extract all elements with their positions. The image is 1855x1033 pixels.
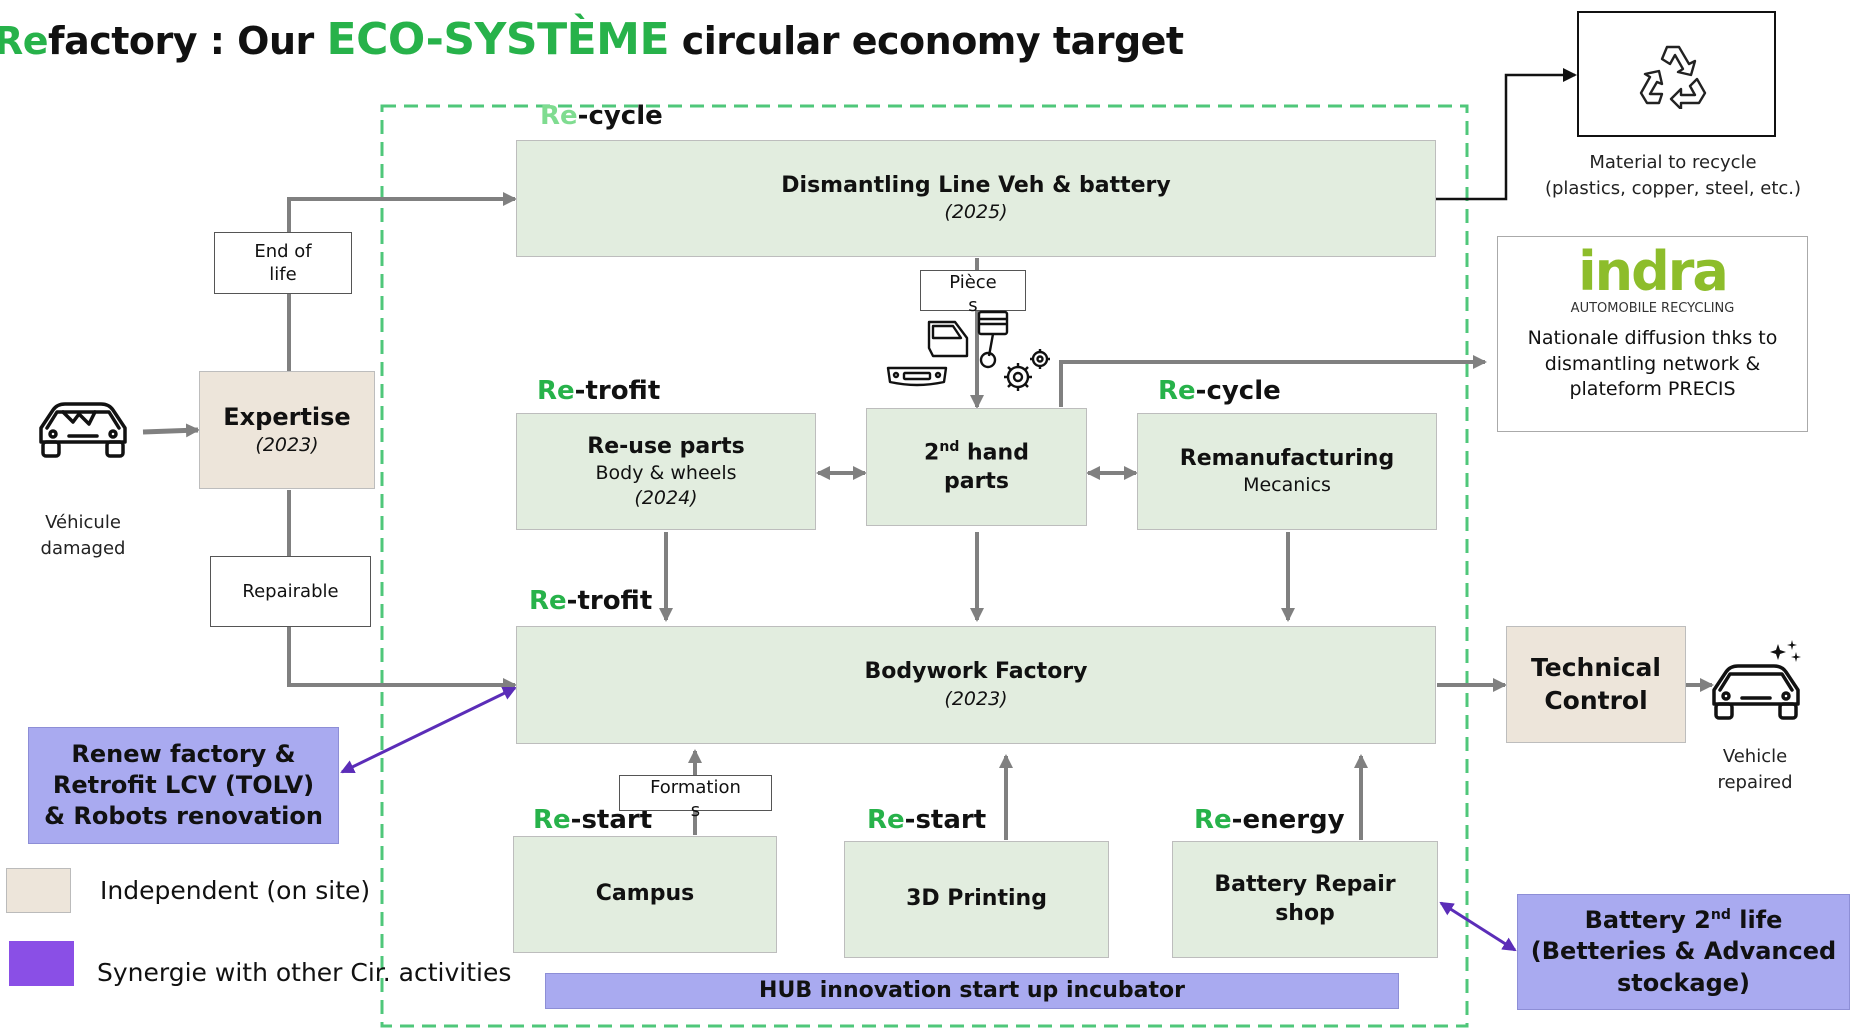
legend-label-synergie: Synergie with other Cir. activities <box>97 958 512 987</box>
reman-subtitle: Mecanics <box>1243 474 1331 497</box>
renew-line3: & Robots renovation <box>44 802 323 831</box>
recycle-icon <box>1639 45 1707 109</box>
arrow-dismantling-to-material <box>1433 68 1577 201</box>
section-recycle-top: Re-cycle <box>540 101 663 131</box>
section-recycle-mid: Re-cycle <box>1158 376 1281 406</box>
campus-box[interactable]: Campus <box>513 836 777 953</box>
reuse-parts-box[interactable]: Re-use parts Body & wheels (2024) <box>516 413 816 530</box>
renew-factory-box[interactable]: Renew factory & Retrofit LCV (TOLV) & Ro… <box>28 727 339 844</box>
battery-life-line2: (Betteries & Advanced <box>1530 937 1837 966</box>
arrow-renew-bodywork <box>340 686 517 774</box>
bodywork-title: Bodywork Factory <box>864 659 1088 685</box>
formations-label: Formation s <box>619 775 772 821</box>
legend-label-independent: Independent (on site) <box>100 876 371 905</box>
campus-title: Campus <box>595 881 695 907</box>
hub-title: HUB innovation start up incubator <box>759 977 1185 1003</box>
secondhand-title: 2nd hand <box>924 438 1029 466</box>
title-suffix: circular economy target <box>681 19 1184 63</box>
technical-control-box[interactable]: Technical Control <box>1506 626 1686 743</box>
section-retrofit-top: Re-trofit <box>537 376 661 406</box>
dismantling-year: (2025) <box>944 201 1008 224</box>
indra-box: indra AUTOMOBILE RECYCLING Nationale dif… <box>1497 236 1808 432</box>
section-restart-3d: Re-start <box>867 805 987 835</box>
battery-life-line3: stockage) <box>1616 968 1751 997</box>
page-title: Refactory : Our ECO-SYSTÈME circular eco… <box>0 14 1184 65</box>
technical-line1: Technical <box>1531 653 1661 682</box>
remanufacturing-box[interactable]: Remanufacturing Mecanics <box>1137 413 1437 530</box>
section-retrofit-bottom: Re-trofit <box>529 586 653 616</box>
reuse-title: Re-use parts <box>587 433 745 459</box>
arrow-car-to-expertise <box>142 423 200 438</box>
indra-logo-sub: AUTOMOBILE RECYCLING <box>1570 301 1735 316</box>
piston-icon <box>977 310 1009 369</box>
arrow-battery-battery-life <box>1439 901 1517 952</box>
technical-line2: Control <box>1544 685 1648 715</box>
repaired-car-icon <box>1712 640 1801 720</box>
renew-line1: Renew factory & <box>71 739 296 768</box>
car-door-icon <box>927 320 969 358</box>
pieces-label: Pièce s <box>920 270 1026 316</box>
secondhand-parts-box[interactable]: 2nd hand parts <box>866 408 1087 526</box>
vehicle-damaged-caption: Véhicule damaged <box>40 512 126 560</box>
title-prefix: factory : Our <box>48 19 314 63</box>
section-reenergy: Re-energy <box>1194 805 1345 835</box>
battery-second-life-box[interactable]: Battery 2nd life (Betteries & Advanced s… <box>1517 894 1850 1010</box>
arrow-expertise-to-bodywork <box>287 490 517 692</box>
indra-description: Nationale diffusion thks to dismantling … <box>1527 327 1778 401</box>
indra-logo: indra <box>1578 240 1729 303</box>
reuse-subtitle: Body & wheels <box>595 462 737 485</box>
dismantling-title: Dismantling Line Veh & battery <box>781 172 1171 198</box>
damaged-car-icon <box>39 402 127 458</box>
vehicle-repaired-caption: Vehicle repaired <box>1717 746 1793 794</box>
battery-shop-line1: Battery Repair <box>1214 871 1396 897</box>
title-eco: ECO-SYSTÈME <box>326 14 670 65</box>
repairable-label: Repairable <box>210 556 371 627</box>
title-prefix-green: Re <box>0 19 49 63</box>
battery-life-line1: Battery 2nd life <box>1584 906 1783 935</box>
expertise-box[interactable]: Expertise (2023) <box>199 371 375 489</box>
hub-innovation-box[interactable]: HUB innovation start up incubator <box>545 973 1399 1009</box>
dismantling-box[interactable]: Dismantling Line Veh & battery (2025) <box>516 140 1436 257</box>
3d-printing-box[interactable]: 3D Printing <box>844 841 1109 958</box>
bodywork-factory-box[interactable]: Bodywork Factory (2023) <box>516 626 1436 744</box>
end-of-life-label: End of life <box>214 232 352 294</box>
bumper-icon <box>886 366 948 387</box>
battery-repair-box[interactable]: Battery Repair shop <box>1172 841 1438 958</box>
bodywork-year: (2023) <box>944 687 1008 710</box>
reuse-year: (2024) <box>634 486 698 509</box>
expertise-year: (2023) <box>255 434 319 457</box>
gears-icon <box>1004 349 1050 391</box>
renew-line2: Retrofit LCV (TOLV) <box>52 770 315 799</box>
reman-title: Remanufacturing <box>1179 445 1395 471</box>
secondhand-title-line2: parts <box>943 468 1010 494</box>
arrow-secondhand-to-indra <box>1059 355 1487 407</box>
legend-swatch-synergie <box>9 941 74 986</box>
expertise-title: Expertise <box>223 403 351 432</box>
arrow-expertise-to-dismantling <box>287 192 517 372</box>
recycle-box <box>1577 11 1776 137</box>
printing-title: 3D Printing <box>906 886 1047 912</box>
legend-swatch-independent <box>6 868 71 913</box>
battery-shop-line2: shop <box>1275 900 1335 926</box>
ecosystem-frame <box>380 104 1469 1028</box>
material-caption: Material to recycle (plastics, copper, s… <box>1544 152 1802 200</box>
